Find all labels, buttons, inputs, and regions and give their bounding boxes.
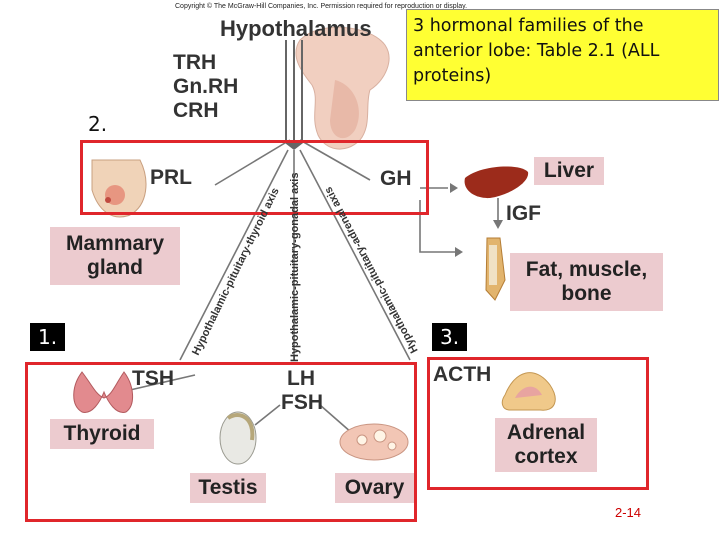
slide-number: 2-14	[615, 505, 642, 520]
axis-gonadal-label: Hypothalamic-pituitary-gonadal axis	[289, 172, 301, 362]
hormone-gnrh: Gn.RH	[173, 75, 239, 98]
hormone-tsh: TSH	[132, 367, 174, 390]
group-three-box	[427, 357, 649, 490]
liver-illustration	[464, 166, 529, 199]
hypothalamus-pituitary-illustration	[295, 26, 390, 150]
target-fat-muscle-bone-label: Fat, muscle, bone	[510, 253, 663, 311]
hormone-prl: PRL	[150, 166, 192, 189]
group-number-two: 2.	[88, 112, 108, 136]
ovary-illustration	[339, 423, 409, 461]
target-adrenal-label: Adrenal cortex	[495, 418, 597, 472]
target-thyroid-label: Thyroid	[50, 419, 154, 449]
bone-muscle-illustration	[485, 237, 506, 301]
target-mammary-label: Mammary gland	[50, 227, 180, 285]
group-two-box	[80, 140, 429, 215]
group-one-box	[25, 362, 417, 522]
hormone-igf: IGF	[506, 202, 541, 225]
thyroid-illustration	[73, 371, 133, 413]
hormone-fsh: FSH	[281, 391, 323, 414]
copyright-notice: Copyright © The McGraw-Hill Companies, I…	[175, 3, 468, 10]
callout-note: 3 hormonal families of the anterior lobe…	[406, 9, 719, 101]
target-liver-label: Liver	[534, 157, 604, 185]
group-number-one: 1.	[30, 323, 66, 351]
hormone-gh: GH	[380, 167, 412, 190]
hormone-crh: CRH	[173, 99, 219, 122]
adrenal-illustration	[501, 372, 556, 411]
group-number-three: 3.	[432, 323, 468, 351]
testis-illustration	[219, 411, 257, 465]
hormone-trh: TRH	[173, 51, 217, 74]
hormone-acth: ACTH	[433, 363, 492, 386]
target-ovary-label: Ovary	[335, 473, 414, 503]
hypothalamus-title: Hypothalamus	[220, 16, 372, 41]
hormone-lh: LH	[287, 367, 315, 390]
target-testis-label: Testis	[190, 473, 266, 503]
